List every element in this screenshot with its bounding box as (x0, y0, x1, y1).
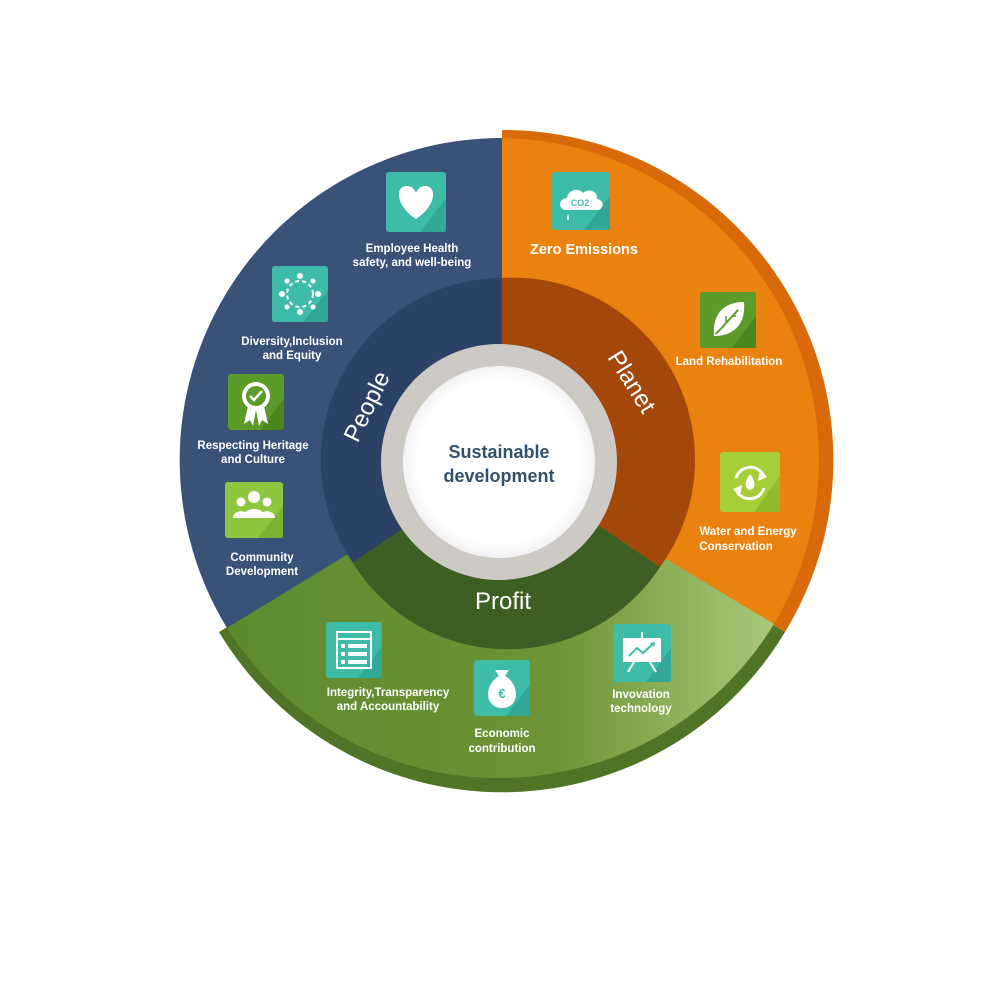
item-label-line2: Conservation (699, 541, 773, 553)
item-economic: € Economic contribution (468, 660, 536, 755)
item-heritage: Respecting Heritage and Culture (197, 374, 309, 466)
co2-cloud-icon: CO2 (552, 172, 610, 230)
item-label-line2: and Culture (221, 454, 285, 466)
item-label-line1: Zero Emissions (530, 242, 638, 258)
item-zero-emissions: CO2 Zero Emissions (530, 172, 638, 258)
item-label-line2: technology (610, 703, 672, 715)
center-title-line2: development (443, 466, 554, 486)
item-label-line1: Respecting Heritage (197, 440, 308, 452)
item-label-line2: contribution (468, 743, 535, 755)
group-icon (225, 482, 283, 538)
presentation-chart-icon (613, 624, 671, 682)
money-bag-icon: € (474, 660, 530, 716)
item-label-line1: Community (230, 552, 294, 564)
item-label-line1: Economic (475, 728, 531, 740)
award-ribbon-icon (228, 374, 284, 430)
center-disc (403, 366, 595, 558)
item-employee-health: Employee Health safety, and well-being (353, 172, 472, 269)
item-community: Community Development (225, 482, 298, 578)
document-list-icon (326, 622, 382, 678)
item-land-rehabilitation: Land Rehabilitation (676, 292, 783, 368)
item-label-line1: Diversity,Inclusion (241, 336, 342, 348)
item-integrity: Integrity,Transparency and Accountabilit… (326, 622, 450, 713)
item-label-line2: safety, and well-being (353, 257, 472, 269)
item-water-energy: Water and Energy Conservation (699, 452, 797, 553)
item-innovation: Invovation technology (610, 624, 672, 715)
leaf-icon (700, 292, 756, 348)
item-label-line1: Integrity,Transparency (327, 687, 450, 699)
recycle-drop-icon (720, 452, 780, 512)
item-label-line2: Development (226, 566, 298, 578)
item-label-line2: and Accountability (337, 701, 440, 713)
people-circle-icon (272, 266, 328, 322)
co2-text: CO2 (571, 198, 590, 208)
item-label-line1: Invovation (612, 689, 670, 701)
item-label-line2: and Equity (263, 350, 322, 362)
item-label-line1: Water and Energy (699, 526, 797, 538)
heart-icon (386, 172, 446, 232)
item-label-line1: Employee Health (366, 243, 459, 255)
sector-label-profit: Profit (475, 588, 531, 615)
euro-symbol: € (498, 686, 505, 701)
item-diversity: Diversity,Inclusion and Equity (241, 266, 343, 362)
item-label-line1: Land Rehabilitation (676, 356, 783, 368)
center-title-line1: Sustainable (448, 442, 549, 462)
